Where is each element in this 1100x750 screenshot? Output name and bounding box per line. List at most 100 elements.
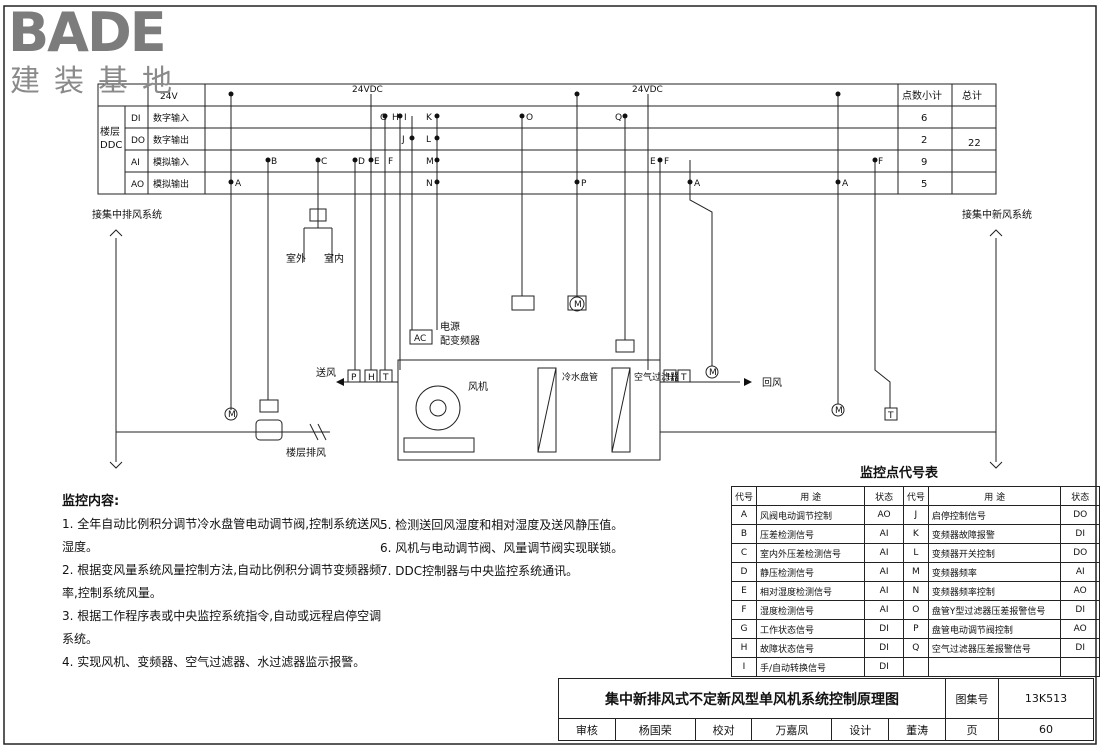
legend-code: G xyxy=(730,619,758,639)
ddc-row-count: 2 xyxy=(921,135,927,146)
legend-state: DO xyxy=(1060,505,1100,525)
signal-nodes xyxy=(228,91,878,185)
signal-letter: E xyxy=(374,157,380,167)
legend-state: DO xyxy=(1060,543,1100,563)
legend-code xyxy=(902,657,929,677)
note-item: 1. 全年自动比例积分调节冷水盘管电动调节阀,控制系统送风湿度。 xyxy=(62,517,382,554)
damper-motor: M xyxy=(228,410,236,420)
ac-box: AC xyxy=(414,334,426,344)
legend-state: AI xyxy=(1060,562,1100,582)
legend-code: A xyxy=(730,505,758,525)
legend-state: DI xyxy=(1060,600,1100,620)
legend-use: 变频器频率 xyxy=(927,562,1062,582)
signal-letter: I xyxy=(404,113,407,123)
legend-code: I xyxy=(730,657,758,677)
signal-letter: Q xyxy=(615,113,622,123)
ddc-row-code: AO xyxy=(131,180,144,190)
legend-use: 工作状态信号 xyxy=(756,619,866,639)
supply-air-label: 送风 xyxy=(316,366,336,379)
ddc-row-code: AI xyxy=(131,158,140,168)
exhaust-system-label: 接集中排风系统 xyxy=(92,208,162,221)
signal-letter: O xyxy=(526,113,533,123)
ductwork xyxy=(109,208,1003,469)
legend-code: H xyxy=(730,638,758,658)
legend-use: 室内外压差检测信号 xyxy=(756,543,866,563)
signal-letter: B xyxy=(271,157,277,167)
duct-sensors xyxy=(347,369,691,383)
power-label: 电源 xyxy=(440,320,460,333)
legend-use: 故障状态信号 xyxy=(756,638,866,658)
atlas-label: 图集号 xyxy=(945,678,999,719)
legend-code: C xyxy=(730,543,758,563)
atlas-number: 13K513 xyxy=(998,678,1094,719)
legend-use xyxy=(927,657,1062,677)
ddc-row-code: DO xyxy=(131,136,145,146)
legend-code: J xyxy=(902,505,929,525)
legend-header: 状态 xyxy=(864,486,904,506)
logo-wordmark: BADE xyxy=(8,1,167,64)
legend-state: AI xyxy=(864,600,904,620)
legend-code: P xyxy=(902,619,929,639)
legend-header: 状态 xyxy=(1060,486,1100,506)
signal-letter: H xyxy=(392,113,399,123)
legend-state xyxy=(1060,657,1100,677)
legend-code: K xyxy=(902,524,929,544)
ddc-row-name: 模拟输入 xyxy=(153,156,189,168)
sensor-h: H xyxy=(368,373,375,383)
legend-state: AO xyxy=(1060,581,1100,601)
vfd-label: 配变频器 xyxy=(440,334,480,347)
legend-header: 代号 xyxy=(902,486,929,506)
legend-state: AO xyxy=(1060,619,1100,639)
legend-state: DI xyxy=(864,657,904,677)
monitoring-notes: 监控内容: 1. 全年自动比例积分调节冷水盘管电动调节阀,控制系统送风湿度。 2… xyxy=(62,490,392,674)
legend-use: 湿度检测信号 xyxy=(756,600,866,620)
legend-use: 空气过滤器压差报警信号 xyxy=(927,638,1062,658)
signal-letter: P xyxy=(581,179,587,189)
ddc-label-2: DDC xyxy=(100,140,122,151)
legend-code: Q xyxy=(902,638,929,658)
legend-state: AI xyxy=(864,543,904,563)
page-label: 页 xyxy=(945,718,999,741)
legend-state: DI xyxy=(864,619,904,639)
outdoor-label: 室外 xyxy=(286,252,306,265)
ddc-row-code: DI xyxy=(131,114,141,124)
legend-use: 变频器频率控制 xyxy=(927,581,1062,601)
power-label-24vdc: 24VDC xyxy=(352,85,383,95)
signal-letter: E xyxy=(650,157,656,167)
drawing-title: 集中新排风式不定新风型单风机系统控制原理图 xyxy=(558,678,946,719)
sensor-t: T xyxy=(382,373,389,383)
ddc-label-1: 楼层 xyxy=(100,125,120,138)
legend-use: 启停控制信号 xyxy=(927,505,1062,525)
review-label: 审核 xyxy=(558,718,616,741)
legend-state: DI xyxy=(1060,524,1100,544)
legend-state: AI xyxy=(864,581,904,601)
return-air-label: 回风 xyxy=(762,377,782,389)
signal-letter: K xyxy=(426,113,433,123)
sensor-t: T xyxy=(887,411,894,421)
legend-code: O xyxy=(902,600,929,620)
ddc-row-count: 5 xyxy=(921,179,927,190)
ddc-total: 22 xyxy=(968,138,981,149)
return-arrow-icon xyxy=(744,378,752,386)
sensor-t: T xyxy=(680,373,687,383)
page-number: 60 xyxy=(998,718,1094,741)
monitoring-notes-col2: 5. 检测送回风湿度和相对湿度及送风静压值。 6. 风机与电动调节阀、风量调节阀… xyxy=(380,514,680,583)
legend-state: AI xyxy=(864,524,904,544)
ddc-row-name: 模拟输出 xyxy=(153,178,189,190)
ddc-row-name: 数字输入 xyxy=(153,112,189,124)
signal-letter: F xyxy=(878,157,883,167)
note-item: 7. DDC控制器与中央监控系统通讯。 xyxy=(380,564,579,578)
legend-use: 变频器开关控制 xyxy=(927,543,1062,563)
legend-state: AI xyxy=(864,562,904,582)
notes-title: 监控内容: xyxy=(62,494,120,509)
note-item: 3. 根据工作程序表或中央监控系统指令,自动或远程启停空调系统。 xyxy=(62,609,382,646)
valve-motor: M xyxy=(574,300,582,310)
